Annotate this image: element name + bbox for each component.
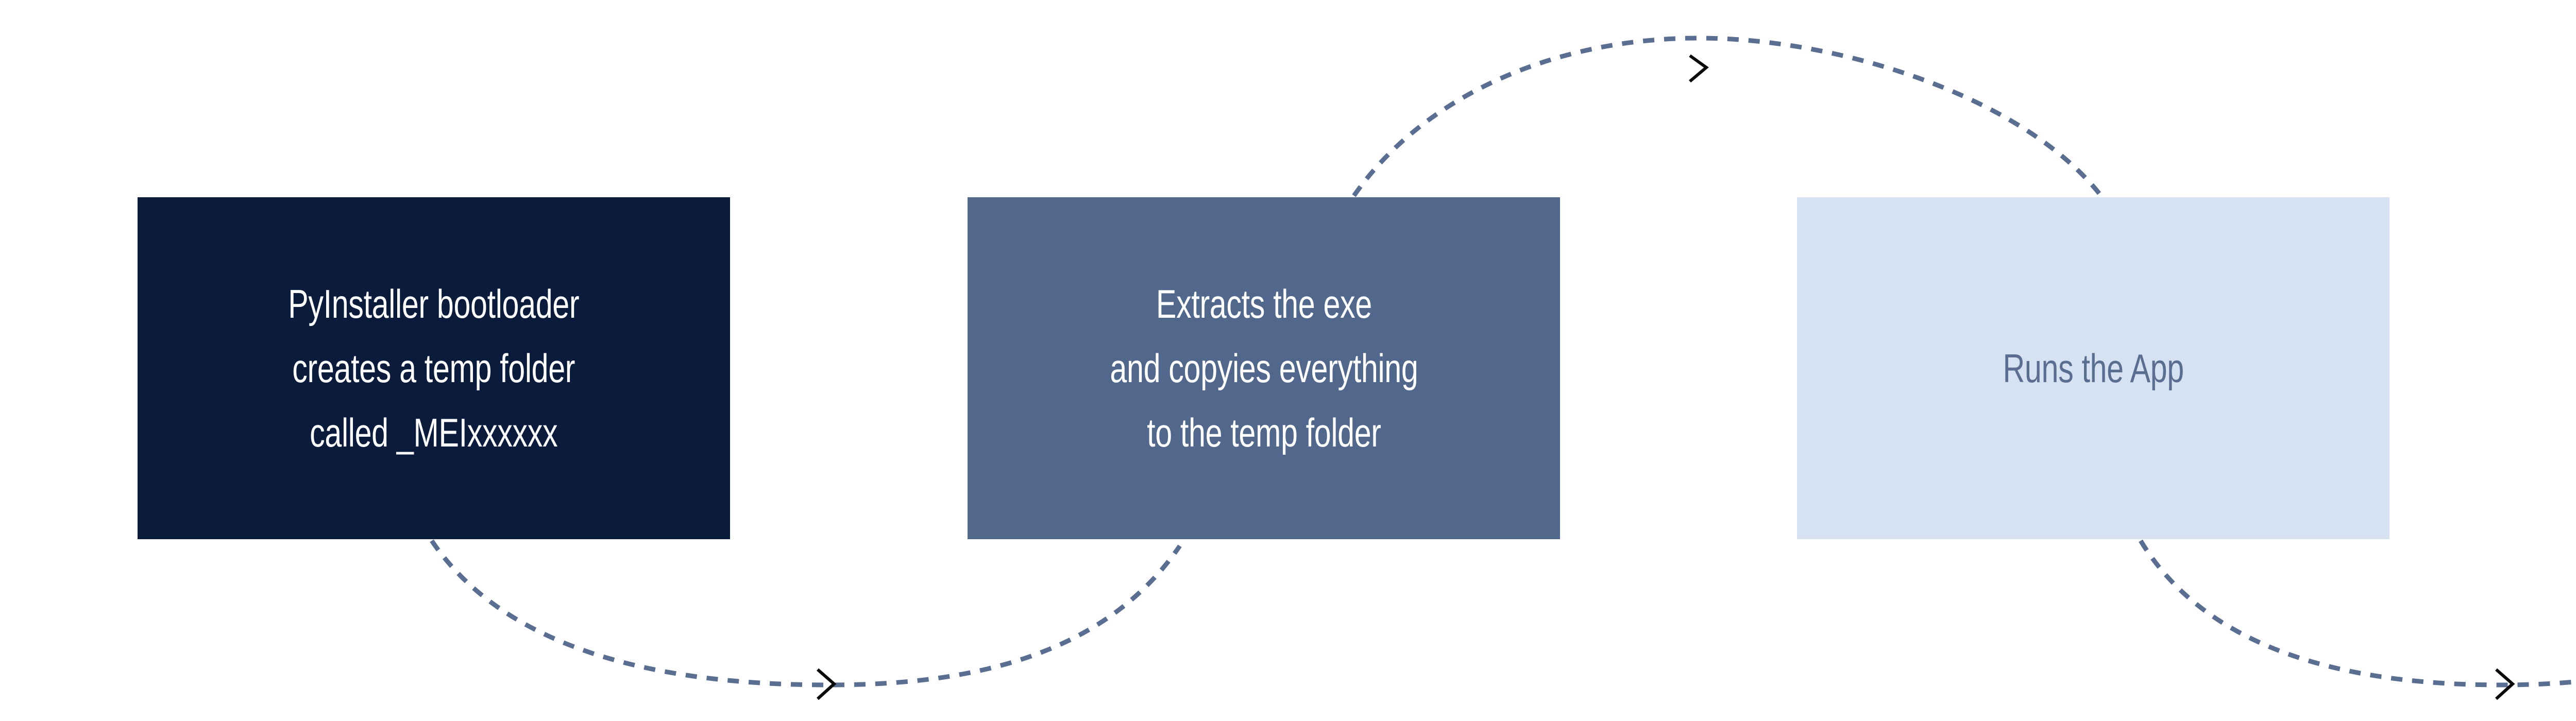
- connector-2-path: [1352, 36, 2103, 197]
- connector-3-step3-to-step4: [2139, 539, 2576, 700]
- connector-2-step2-to-step3: [1352, 36, 2103, 197]
- connector-1-step1-to-step2: [430, 539, 1182, 700]
- process-step-2-label: Extracts the exe and copyies everything …: [1109, 281, 1418, 455]
- connector-1-path: [430, 539, 1182, 688]
- connector-2-arrowhead-icon: [1689, 54, 1709, 83]
- process-step-3-label: Runs the App: [2003, 345, 2184, 391]
- connector-1-arrowhead-icon: [816, 668, 837, 700]
- process-step-3[interactable]: Runs the App: [1797, 197, 2389, 539]
- connector-3-arrowhead-icon: [2495, 668, 2515, 700]
- process-step-2[interactable]: Extracts the exe and copyies everything …: [968, 197, 1560, 539]
- process-step-1[interactable]: PyInstaller bootloader creates a temp fo…: [138, 197, 730, 539]
- process-step-1-label: PyInstaller bootloader creates a temp fo…: [288, 281, 580, 455]
- connector-3-path: [2139, 539, 2576, 688]
